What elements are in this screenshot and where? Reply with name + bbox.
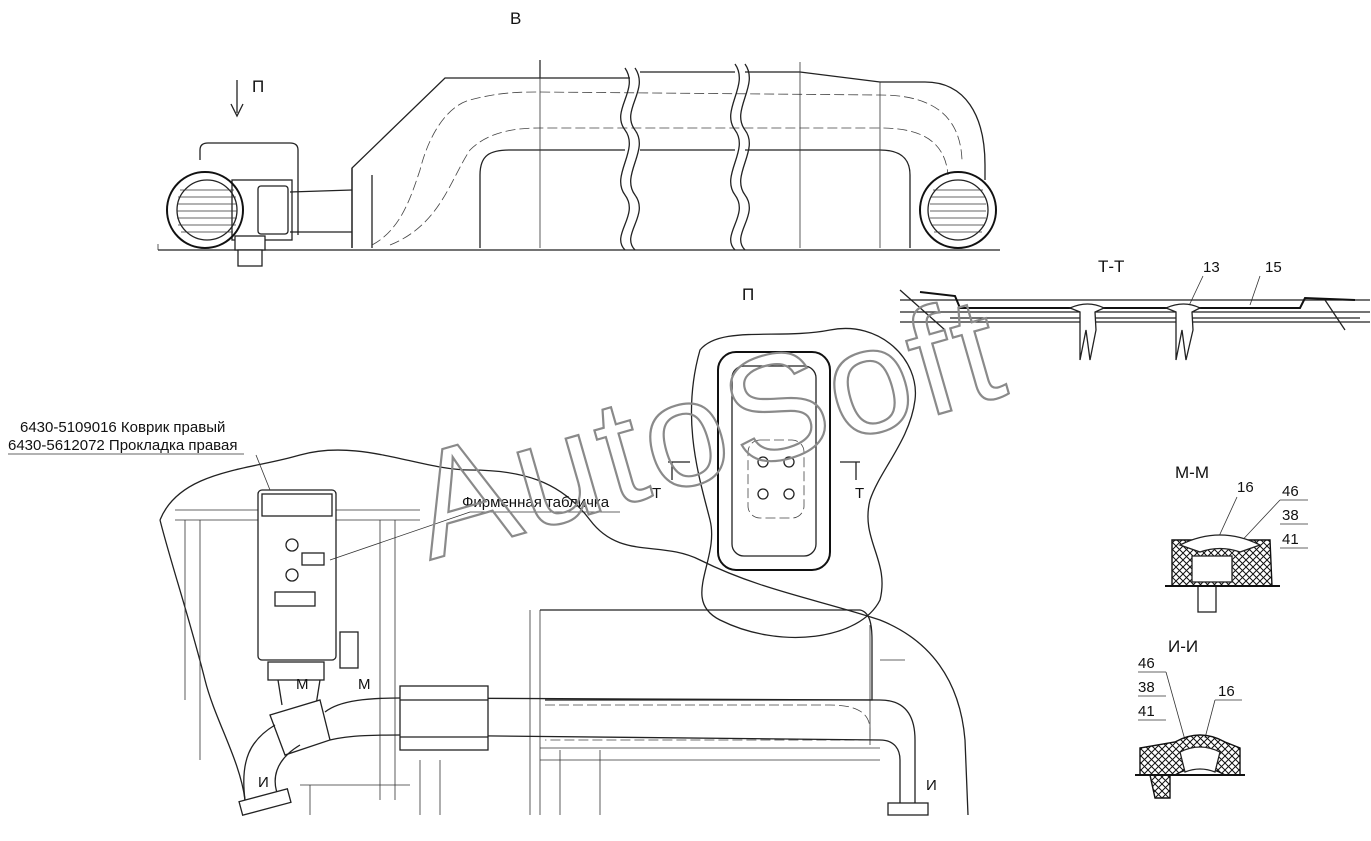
pipe-clamp-box	[399, 685, 489, 751]
break-line-1a	[620, 67, 630, 251]
ii-grommet	[1179, 746, 1221, 773]
callout-ii-41: 41	[1138, 703, 1155, 720]
heater-outlet-flange	[257, 185, 289, 235]
tt-edge-lines	[899, 289, 1346, 331]
callout-mm-16: 16	[1237, 479, 1254, 496]
heater-unit-top	[261, 493, 333, 517]
mm-bolt	[1197, 585, 1217, 613]
main-assembly: М М И И	[159, 449, 969, 817]
tt-floor-profile	[919, 291, 1356, 309]
duct-tray-outline	[540, 609, 873, 701]
note-nameplate: Фирменная табличка	[462, 494, 610, 511]
callout-mm-41: 41	[1282, 531, 1299, 548]
break-line-1b	[630, 67, 640, 251]
duct-outline	[351, 60, 986, 248]
ii-seal-hatch	[1149, 774, 1171, 799]
view-p-break-contour	[690, 327, 917, 638]
view-p-arrow-head	[230, 103, 244, 118]
view-p-arrow-label: П	[252, 77, 264, 96]
heater-to-duct-pipe	[289, 189, 353, 233]
ii-callout-shelves	[1138, 671, 1242, 721]
pipe-clamp-lines	[400, 699, 488, 738]
view-p-outer-frame	[717, 351, 831, 571]
left-outlet-nozzle	[238, 787, 292, 817]
duct-center-curve	[371, 91, 963, 246]
assembly-break-contour	[159, 449, 969, 816]
view-p-inner-frame	[731, 365, 817, 557]
callout-ii-46: 46	[1138, 655, 1155, 672]
view-p-bolts	[757, 456, 795, 500]
duct-lower-contour	[479, 149, 911, 248]
mm-callout-shelves	[1280, 499, 1308, 549]
break-line-2b	[740, 63, 750, 251]
section-mark-m-left: М	[296, 676, 309, 693]
heater-display	[301, 552, 325, 566]
callout-tt-13: 13	[1203, 259, 1220, 276]
view-b-label: В	[510, 9, 521, 28]
view-b: В П	[157, 9, 1000, 267]
section-mark-m-right: М	[358, 676, 371, 693]
view-p-title: П	[742, 285, 754, 304]
heater-unit-body	[257, 489, 337, 661]
right-grille	[919, 171, 997, 249]
callout-ii-16: 16	[1218, 683, 1235, 700]
section-mark-i-right: И	[926, 777, 937, 794]
right-outlet-nozzle	[887, 802, 929, 816]
leader-ii-46	[1165, 671, 1186, 741]
section-mark-t-right: Т	[855, 485, 864, 502]
heater-bottom-mount	[237, 249, 263, 267]
section-mm-title: М-М	[1175, 463, 1209, 482]
section-tt: Т-Т 13 15	[899, 257, 1370, 361]
notes: 6430-5109016 Коврик правый 6430-5612072 …	[8, 419, 610, 511]
callout-mm-46: 46	[1282, 483, 1299, 500]
tt-lower-lines	[900, 317, 1370, 323]
break-line-2a	[730, 63, 740, 251]
leader-mat	[255, 454, 271, 491]
mm-insert	[1191, 555, 1233, 583]
heater-cover-top	[199, 142, 299, 235]
view-p-plate	[747, 439, 805, 519]
section-arrow-t-right	[840, 461, 860, 480]
section-tt-title: Т-Т	[1098, 257, 1124, 276]
assembly-left-contour	[159, 519, 246, 801]
duct-tray-hidden	[545, 704, 871, 741]
heater-bottom-block	[267, 661, 325, 681]
watermark: AutoSoft	[393, 262, 1023, 591]
section-mark-i-left: И	[258, 774, 269, 791]
heater-side-bracket	[339, 631, 359, 669]
section-ii: И-И 46 38 41 16	[1135, 637, 1245, 799]
section-mark-t-left: Т	[652, 485, 661, 502]
section-ii-title: И-И	[1168, 637, 1198, 656]
view-p: П Т Т	[652, 285, 917, 638]
tt-clip-left	[1068, 303, 1106, 361]
duct-center-curve-2	[389, 127, 949, 246]
section-arrow-t-left	[668, 461, 690, 480]
heater-knob-1	[285, 538, 299, 552]
nameplate-rect	[274, 591, 316, 607]
callout-mm-38: 38	[1282, 507, 1299, 524]
tt-clip-right	[1164, 303, 1202, 361]
callout-tt-15: 15	[1265, 259, 1282, 276]
left-grille	[166, 171, 244, 249]
leader-ii-16	[1204, 699, 1216, 739]
elbow-connector	[269, 699, 331, 756]
callout-ii-38: 38	[1138, 679, 1155, 696]
floor-grid	[175, 509, 905, 815]
note-mat-right: 6430-5109016 Коврик правый	[20, 419, 225, 436]
main-air-pipe	[324, 697, 916, 805]
section-mm: М-М 16 46 38 41	[1165, 463, 1308, 613]
heater-bracket	[234, 235, 266, 251]
leader-nameplate	[329, 511, 620, 561]
tt-panel-lines	[900, 299, 1370, 313]
mm-grommet	[1178, 534, 1262, 553]
heater-knob-2	[285, 568, 299, 582]
note-gasket-right: 6430-5612072 Прокладка правая	[8, 437, 237, 454]
